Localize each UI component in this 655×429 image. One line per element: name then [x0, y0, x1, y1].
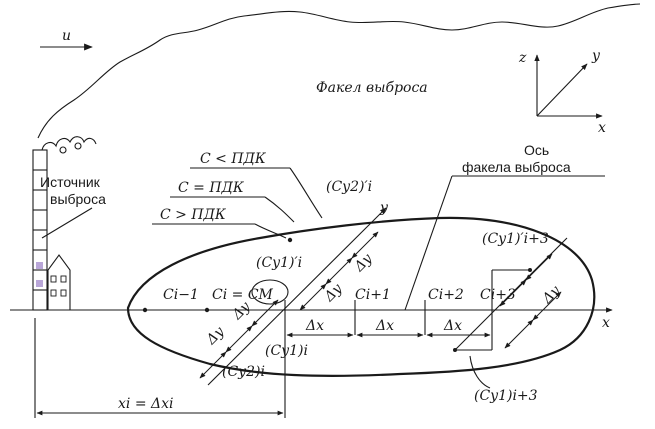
label-xi: xi = Δxi — [118, 396, 174, 412]
label-c-greater: C > ПДК — [160, 207, 227, 223]
axis-title-leader — [404, 175, 453, 311]
source-label-line2: выброса — [50, 191, 106, 207]
plume-title: Факел выброса — [316, 80, 428, 96]
cm-highlight — [251, 279, 289, 305]
label-cy1-prime-i3: (Cy1)′i+3 — [482, 231, 549, 247]
source-label-line1: Источник — [40, 174, 101, 190]
axis-x-label: x — [598, 120, 606, 136]
dx-dimension: Δx Δx Δx — [286, 318, 491, 338]
point-c-i — [204, 307, 210, 313]
section-lines — [34, 270, 493, 418]
label-dx-3: Δx — [443, 318, 462, 334]
label-c-i-1: Ci−1 — [163, 287, 199, 303]
label-dx-1: Δx — [305, 318, 324, 334]
axis-y-label: y — [591, 48, 601, 64]
pdk-isoline — [126, 216, 596, 377]
label-c-equal: C = ПДК — [178, 180, 245, 196]
label-cy1-prime-i: (Cy1)′i — [256, 255, 302, 271]
building — [47, 254, 71, 310]
axis-title-line1: Ось — [524, 142, 549, 158]
label-dx-2: Δx — [375, 318, 394, 334]
label-cy2-prime-i: (Cy2)′i — [326, 179, 372, 195]
point-c-i-1 — [142, 307, 148, 313]
label-c-i: Ci = CM — [212, 287, 274, 303]
source-leader — [41, 207, 93, 239]
label-c-i+2: Ci+2 — [428, 287, 464, 303]
label-dy-r2: Δy — [351, 250, 377, 276]
leader-cy1-i3 — [469, 355, 491, 389]
plume-axis-y-label: y — [379, 200, 389, 216]
coordinate-axes: z x y — [518, 48, 606, 136]
label-cy2-i: (Cy2)i — [222, 364, 265, 380]
label-cy1-i: (Cy1)i — [265, 343, 308, 359]
label-dy-l1: Δy — [203, 323, 229, 349]
label-dy-r1: Δy — [321, 280, 347, 306]
concentration-legend: C < ПДК C = ПДК C > ПДК — [152, 151, 323, 239]
point-inside — [287, 237, 293, 243]
axis-title-line2: факела выброса — [462, 159, 571, 175]
label-c-less: C < ПДК — [200, 151, 267, 167]
emission-source-stack — [32, 149, 48, 311]
label-cy1-i3: (Cy1)i+3 — [474, 388, 538, 404]
wind-indicator: u — [40, 28, 93, 51]
smoke-puffs — [41, 136, 97, 151]
label-c-i+3: Ci+3 — [480, 287, 516, 303]
label-dy-i3: Δy — [539, 282, 565, 308]
plume-axis-x-label: x — [602, 315, 610, 331]
label-c-i+1: Ci+1 — [355, 287, 391, 303]
wind-label: u — [62, 28, 71, 44]
axis-z-label: z — [518, 50, 527, 66]
plume-outline — [37, 3, 641, 139]
